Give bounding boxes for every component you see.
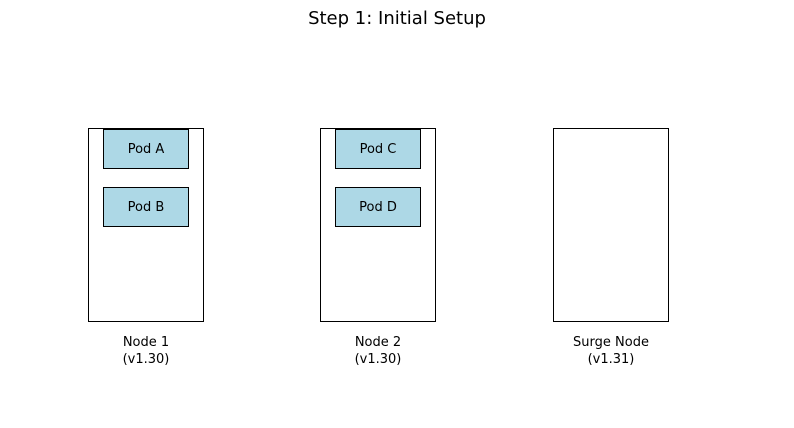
node-1-name: Node 1 xyxy=(122,335,170,350)
pod-c-box: Pod C xyxy=(335,129,421,169)
surge-node-caption: Surge Node (v1.31) xyxy=(531,334,691,368)
pod-b-label: Pod B xyxy=(127,199,165,215)
surge-node-version: (v1.31) xyxy=(587,352,635,367)
node-2-box: Pod C Pod D xyxy=(320,128,436,322)
node-1-box: Pod A Pod B xyxy=(88,128,204,322)
pod-a-box: Pod A xyxy=(103,129,189,169)
node-2-name: Node 2 xyxy=(354,335,402,350)
pod-b-box: Pod B xyxy=(103,187,189,227)
pod-c-label: Pod C xyxy=(359,141,397,157)
diagram-title: Step 1: Initial Setup xyxy=(308,8,486,29)
surge-node-name: Surge Node xyxy=(573,335,649,350)
node-2-caption: Node 2 (v1.30) xyxy=(298,334,458,368)
pod-d-label: Pod D xyxy=(359,199,397,215)
surge-node-box xyxy=(553,128,669,322)
pod-a-label: Pod A xyxy=(127,141,165,157)
node-1-caption: Node 1 (v1.30) xyxy=(66,334,226,368)
node-1-version: (v1.30) xyxy=(122,352,170,367)
pod-d-box: Pod D xyxy=(335,187,421,227)
node-2-version: (v1.30) xyxy=(354,352,402,367)
